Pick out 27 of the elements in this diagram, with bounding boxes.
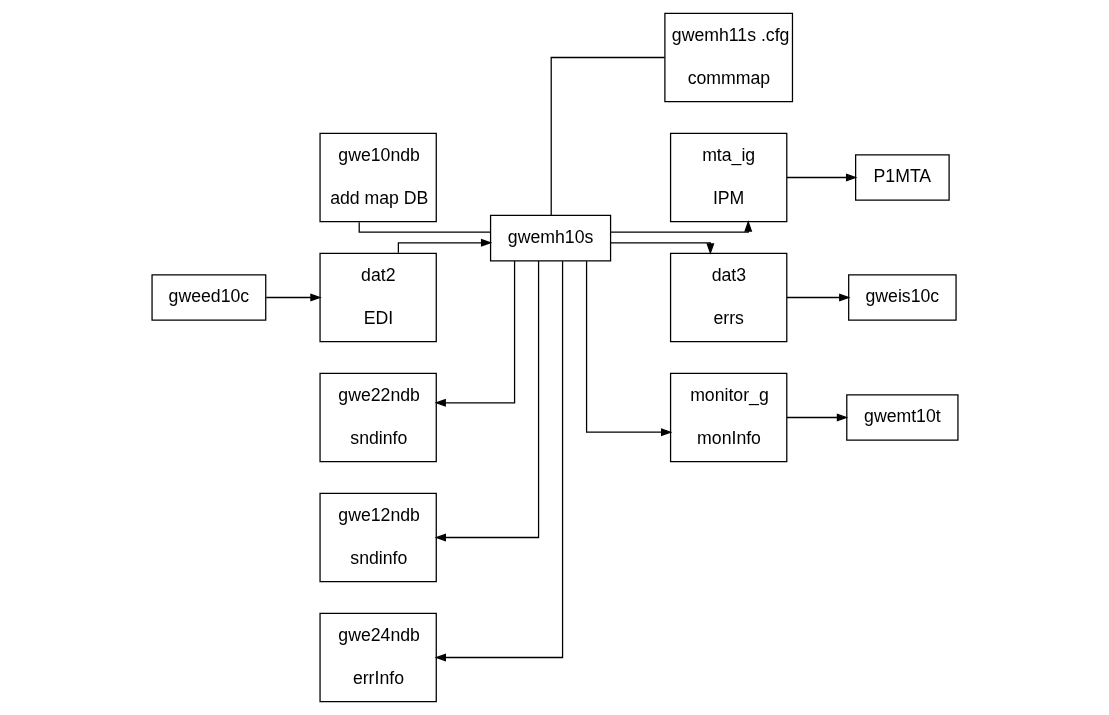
arrow — [785, 293, 850, 302]
node-box: dat3 errs — [669, 252, 787, 343]
arrow — [434, 260, 563, 662]
arrow — [785, 173, 857, 182]
arrow — [609, 242, 714, 255]
node-box: gwemh11s .cfg commmap — [663, 12, 793, 103]
node-box: gwe10ndb add map DB — [318, 132, 437, 223]
arrow — [585, 260, 672, 437]
arrow — [434, 260, 539, 542]
node-box: gwemh10s — [489, 214, 611, 262]
node-box: monitor_g monInfo — [669, 372, 787, 463]
node-box: gwe24ndb errInfo — [318, 612, 437, 703]
node-box: gwemt10t — [845, 394, 959, 441]
node-box: gweed10c — [150, 274, 266, 321]
node-box: P1MTA — [854, 154, 950, 201]
node-box: gweis10c — [847, 274, 957, 321]
arrow — [397, 238, 492, 254]
connector — [358, 221, 491, 233]
node-box: gwe12ndb sndinfo — [318, 492, 437, 583]
connector — [550, 56, 665, 216]
arrow — [434, 260, 515, 407]
node-box: mta_ig IPM — [669, 132, 787, 223]
node-box: gwe22ndb sndinfo — [318, 372, 437, 463]
arrow — [785, 413, 848, 422]
arrow — [265, 293, 322, 302]
arrow — [609, 220, 752, 233]
node-box: dat2 EDI — [318, 252, 437, 343]
